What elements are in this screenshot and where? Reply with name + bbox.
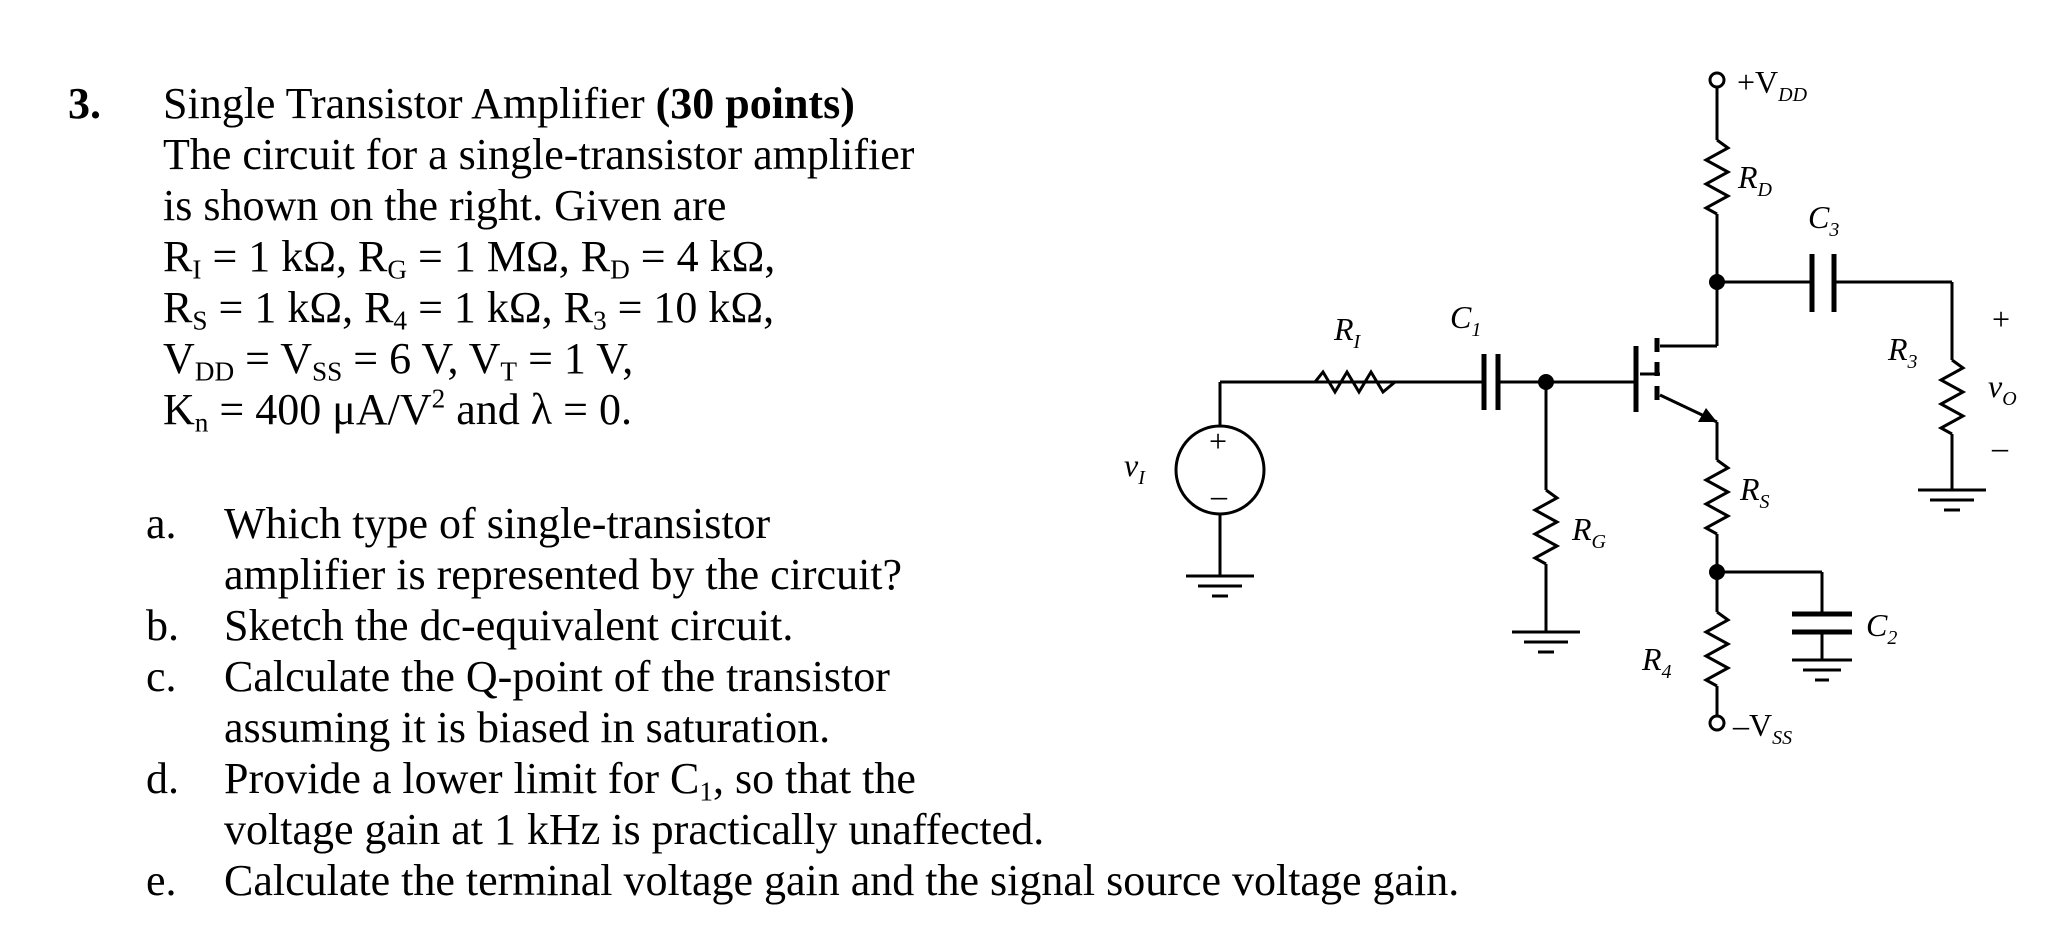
resistor-rd (1702, 138, 1732, 216)
resistor-rg (1531, 488, 1561, 566)
c1-label: C1 (1450, 299, 1481, 341)
resistor-r4 (1702, 610, 1732, 688)
param-r3: 10 kΩ (653, 283, 764, 332)
amplifier-circuit-diagram: +VDD RD C3 R3 + vO – RS (1124, 64, 2017, 749)
ground-symbol-r3 (1918, 488, 1986, 512)
resistor-ri (1311, 369, 1396, 395)
part-label: b. (146, 601, 179, 650)
param-rs: 1 kΩ (254, 283, 343, 332)
param-line-1: RI = 1 kΩ, RG = 1 MΩ, RD = 4 kΩ, (163, 232, 776, 285)
nmos-transistor (1633, 338, 1718, 424)
part-label: a. (146, 499, 177, 548)
c3-label: C3 (1808, 199, 1839, 241)
part-e: e. Calculate the terminal voltage gain a… (146, 855, 1459, 906)
part-b: b. Sketch the dc-equivalent circuit. (146, 600, 1459, 651)
param-rg: 1 MΩ (453, 232, 559, 281)
param-vdd-vss: 6 V (389, 334, 448, 383)
vss-terminal (1708, 714, 1726, 732)
vi-label: vI (1124, 447, 1146, 489)
vo-plus: + (1992, 301, 2010, 337)
source-minus: – (1210, 477, 1228, 513)
vss-label: –VSS (1732, 707, 1792, 749)
param-line-2: RS = 1 kΩ, R4 = 1 kΩ, R3 = 10 kΩ, (163, 283, 775, 336)
param-line-3: VDD = VSS = 6 V, VT = 1 V, (163, 334, 634, 387)
part-a-line-1: Which type of single-transistor (224, 499, 771, 548)
vdd-label: +VDD (1737, 64, 1808, 106)
param-line-4: Kn = 400 μA/V2 and λ = 0. (163, 383, 632, 438)
part-label: d. (146, 754, 179, 803)
problem-title: Single Transistor Amplifier (163, 79, 656, 128)
rs-label: RS (1739, 471, 1770, 513)
part-label: c. (146, 652, 177, 701)
part-d-line-1: Provide a lower limit for C1, so that th… (224, 754, 916, 807)
part-e-line-1: Calculate the terminal voltage gain and … (224, 856, 1460, 905)
r4-label: R4 (1641, 641, 1672, 683)
problem-number: 3. (68, 79, 101, 128)
ground-symbol-c2 (1792, 658, 1852, 682)
param-kn: 400 μA/V (255, 385, 432, 434)
part-d: d. Provide a lower limit for C1, so that… (146, 753, 1459, 855)
source-plus: + (1209, 423, 1227, 459)
vo-label: vO (1988, 368, 2017, 410)
resistor-r3 (1937, 358, 1967, 436)
part-c-line-2: assuming it is biased in saturation. (224, 703, 831, 752)
problem-points: (30 points) (655, 79, 855, 128)
ground-symbol-source (1186, 574, 1254, 598)
param-lambda: 0. (598, 385, 632, 434)
resistor-rs (1702, 458, 1732, 536)
rg-label: RG (1571, 511, 1607, 553)
param-r4: 1 kΩ (453, 283, 542, 332)
part-d-line-2: voltage gain at 1 kHz is practically una… (224, 805, 1045, 854)
part-c: c. Calculate the Q-point of the transist… (146, 651, 1459, 753)
ri-label: RI (1333, 311, 1362, 353)
part-d-text: Provide a lower limit for C (224, 754, 700, 803)
r3-label: R3 (1887, 331, 1918, 373)
part-b-line-1: Sketch the dc-equivalent circuit. (224, 601, 794, 650)
param-vt: 1 V (563, 334, 623, 383)
param-ri: 1 kΩ (248, 232, 336, 281)
ground-symbol-rg (1512, 630, 1580, 654)
param-rd: 4 kΩ (676, 232, 765, 281)
c2-label: C2 (1866, 607, 1897, 649)
rd-label: RD (1737, 159, 1773, 201)
vo-minus: – (1991, 429, 2009, 465)
problem-statement: Single Transistor Amplifier (30 points) … (163, 78, 915, 438)
statement-line-2: is shown on the right. Given are (163, 181, 727, 230)
part-d-tail: , so that the (713, 754, 916, 803)
vdd-terminal (1708, 71, 1726, 89)
problem-title-line: Single Transistor Amplifier (30 points) (163, 78, 914, 129)
statement-line-1: The circuit for a single-transistor ampl… (163, 130, 915, 179)
part-label: e. (146, 856, 177, 905)
part-a-line-2: amplifier is represented by the circuit? (224, 550, 903, 599)
part-c-line-1: Calculate the Q-point of the transistor (224, 652, 890, 701)
